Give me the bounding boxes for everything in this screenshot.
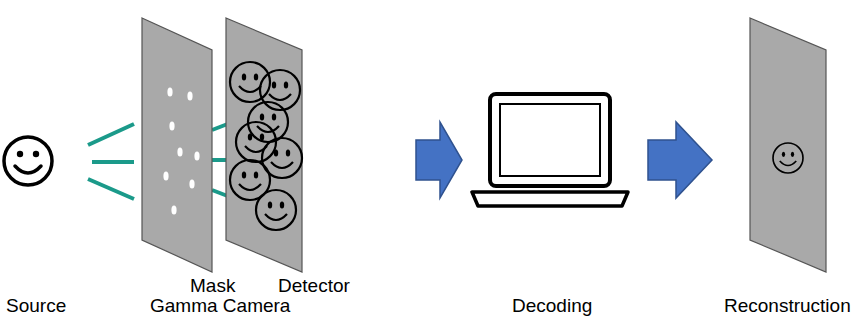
- stage-label: Reconstruction: [724, 296, 851, 317]
- detector-panel: [226, 18, 302, 272]
- reconstruction-panel: [750, 18, 826, 272]
- coded-mask: [142, 18, 212, 272]
- stage-label: Source: [6, 296, 66, 317]
- part-label: Mask: [190, 276, 235, 297]
- flow-arrow: [416, 122, 462, 198]
- stage-label: Gamma Camera: [150, 296, 290, 317]
- laptop-icon: [472, 94, 628, 206]
- part-label: Detector: [278, 276, 350, 297]
- flow-arrow: [648, 122, 712, 198]
- stage-label: Decoding: [512, 296, 592, 317]
- source-smiley: [4, 137, 52, 185]
